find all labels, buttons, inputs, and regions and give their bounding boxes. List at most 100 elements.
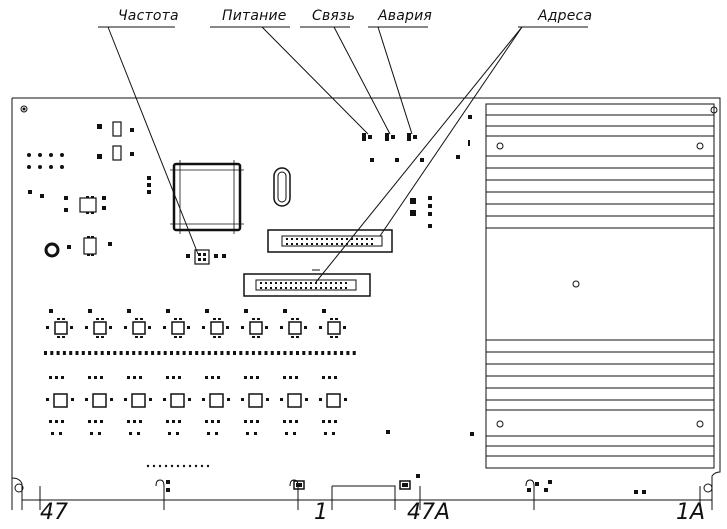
callout-alarm-label: Авария (378, 8, 433, 24)
channel-lower-chip (248, 393, 263, 408)
resistor-pad (302, 351, 306, 355)
callout-link-label: Связь (312, 8, 356, 24)
channel-lower-chip (131, 393, 146, 408)
channel-lower-chip (92, 393, 107, 408)
channel-upper-chip (54, 321, 68, 335)
channel-top-pad (244, 309, 248, 313)
channel-top-pad (88, 309, 92, 313)
resistor-pad (195, 351, 199, 355)
resistor-pad (239, 351, 243, 355)
frequency-chip (194, 249, 210, 265)
address-connector-lower (243, 273, 371, 297)
resistor-pad (245, 351, 249, 355)
heatsink-hole-center (572, 280, 580, 288)
alarm-leader (377, 26, 413, 135)
heatsink-hole-bl (496, 420, 504, 428)
edge-label-middle-right: 47А (407, 500, 451, 525)
channel-top-pad (205, 309, 209, 313)
channel-upper-chip (93, 321, 107, 335)
resistor-pad (296, 351, 299, 355)
left-top-dots (27, 153, 64, 169)
resistor-pad (100, 351, 104, 355)
connector-upper-pins (286, 238, 373, 245)
heatsink-fins (486, 114, 714, 457)
frequency-leader (107, 26, 199, 255)
corner-hole-tl-inner (22, 107, 26, 111)
resistor-pad (327, 351, 331, 355)
link-leader (333, 26, 391, 135)
processor-chip (172, 162, 242, 232)
resistor-pad (308, 351, 312, 355)
resistor-pad (56, 351, 60, 355)
resistor-pad (69, 351, 73, 355)
resistor-pad (233, 351, 236, 355)
resistor-pad (352, 351, 356, 355)
resistor-pad (251, 351, 255, 355)
connector-mid1 (331, 485, 396, 510)
resistor-pad (138, 351, 142, 355)
resistor-pad (163, 351, 167, 355)
resistor-pad (44, 351, 47, 355)
oval-slot-inner (277, 171, 287, 203)
resistor-pad (113, 351, 117, 355)
resistor-pad (94, 351, 98, 355)
channel-lower-chip (209, 393, 224, 408)
channel-upper-chip (327, 321, 341, 335)
resistor-pad (321, 351, 325, 355)
resistor-pad (258, 351, 262, 355)
channel-upper-chip (249, 321, 263, 335)
resistor-pad (157, 351, 161, 355)
channel-upper-chip (132, 321, 146, 335)
channel-lower-chip (287, 393, 302, 408)
corner-hole-br (703, 483, 713, 493)
channel-top-pad (127, 309, 131, 313)
corner-hole-tl (20, 105, 28, 113)
resistor-pad (220, 351, 224, 355)
edge-label-left: 47 (40, 500, 68, 525)
channel-top-pad (322, 309, 326, 313)
resistor-pad (62, 351, 66, 355)
resistor-pad (107, 351, 110, 355)
channel-lower-chip (326, 393, 341, 408)
slot-3 (525, 479, 535, 510)
resistor-pad (75, 351, 79, 355)
resistor-pad (270, 351, 274, 355)
bottom-dot-row (146, 464, 210, 468)
heatsink-hole-tl (496, 142, 504, 150)
callout-frequency-label: Частота (118, 8, 179, 24)
channel-upper-chip (171, 321, 185, 335)
channel-lower-chip (53, 393, 68, 408)
heatsink-hole-tr (696, 142, 704, 150)
led-link (385, 133, 399, 162)
resistor-pad (188, 351, 192, 355)
callout-addresses-label: Адреса (538, 8, 593, 24)
corner-hole-bl (14, 483, 24, 493)
heatsink-hole-top-edge (710, 106, 718, 114)
channel-upper-chip (288, 321, 302, 335)
heatsink-frame (485, 103, 715, 469)
led-power (362, 133, 374, 162)
resistor-pad (81, 351, 85, 355)
resistor-pad (333, 351, 337, 355)
resistor-pad (264, 351, 268, 355)
resistor-pad (88, 351, 92, 355)
channel-top-pad (283, 309, 287, 313)
resistor-pad (201, 351, 205, 355)
addresses-leader-2 (315, 26, 523, 283)
resistor-pad (144, 351, 148, 355)
address-connector-upper (267, 229, 393, 253)
channel-top-pad (49, 309, 53, 313)
channel-lower-chip (170, 393, 185, 408)
resistor-pad (340, 351, 344, 355)
connector-lower-pins (260, 282, 347, 289)
led-alarm (407, 133, 424, 162)
channel-upper-chip (210, 321, 224, 335)
addresses-leader-1 (379, 26, 523, 237)
callout-power-label: Питание (222, 8, 287, 24)
left-round-pad (44, 242, 60, 258)
resistor-pad (50, 351, 54, 355)
slot-1 (155, 479, 165, 510)
resistor-pad (214, 351, 218, 355)
resistor-pad (170, 351, 173, 355)
